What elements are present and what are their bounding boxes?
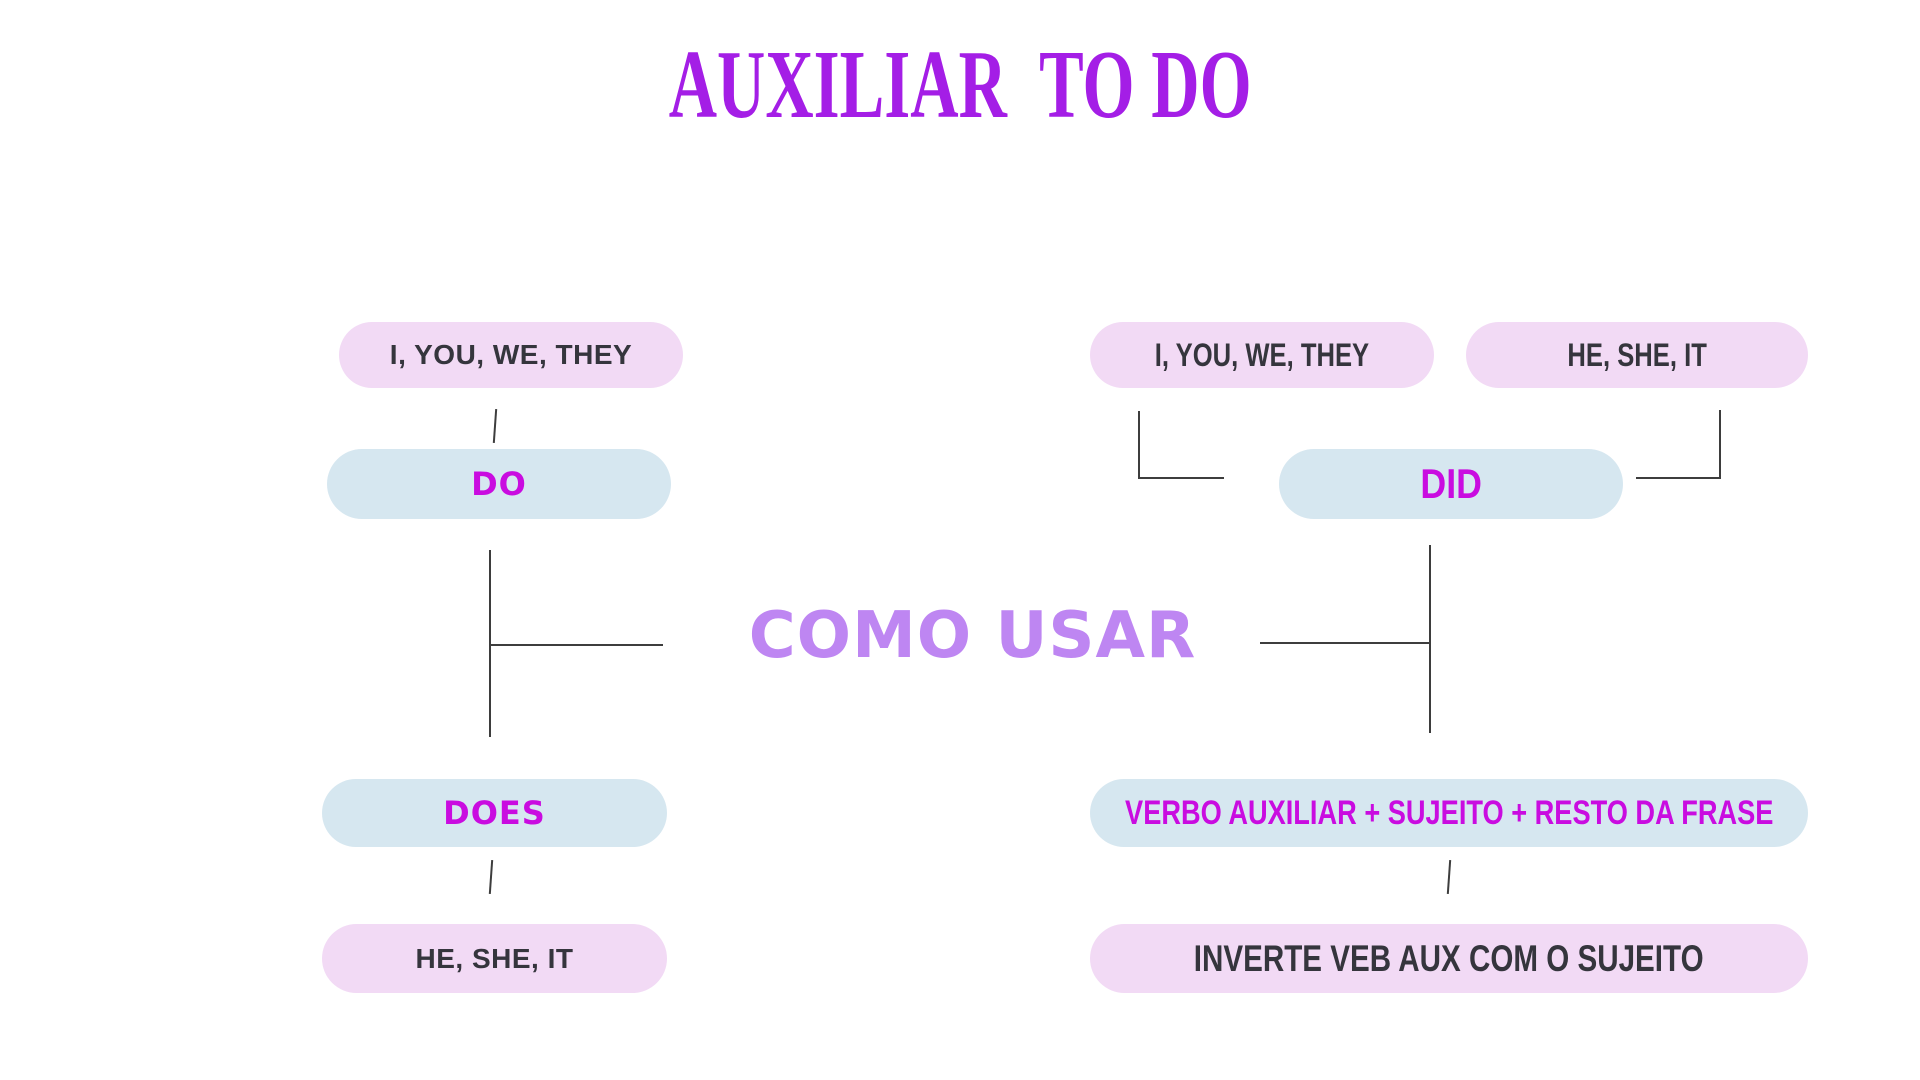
pill-does: DOES (322, 779, 667, 847)
page-title: AUXILIAR TO DO (668, 31, 1252, 139)
center-label-wrap: COMO USAR (680, 596, 1265, 676)
inversion-rule-label: INVERTE VEB AUX COM O SUJEITO (1194, 937, 1704, 979)
connector-plural-past-vertical (1138, 411, 1140, 479)
pill-subject-third-past: HE, SHE, IT (1466, 322, 1808, 388)
structure-rule-label: VERBO AUXILIAR + SUJEITO + RESTO DA FRAS… (1124, 793, 1774, 832)
connector-right-vertical (1429, 545, 1431, 733)
subject-third-past-label: HE, SHE, IT (1567, 336, 1707, 373)
subject-third-person-present-label: HE, SHE, IT (415, 942, 574, 974)
pill-did: DID (1279, 449, 1623, 519)
pill-structure-rule: VERBO AUXILIAR + SUJEITO + RESTO DA FRAS… (1090, 779, 1808, 847)
connector-left-vertical (489, 550, 491, 737)
connector-subject-to-do (492, 408, 498, 444)
connector-does-to-subject (488, 859, 494, 895)
center-label: COMO USAR (748, 599, 1197, 673)
pill-inversion-rule: INVERTE VEB AUX COM O SUJEITO (1090, 924, 1808, 993)
does-label: DOES (443, 794, 546, 832)
pill-subject-plural-past: I, YOU, WE, THEY (1090, 322, 1434, 388)
page-title-wrap: AUXILIAR TO DO (0, 28, 1920, 143)
connector-right-horizontal (1260, 642, 1431, 644)
connector-left-horizontal (489, 644, 663, 646)
pill-do: DO (327, 449, 671, 519)
subject-plural-present-label: I, YOU, WE, THEY (389, 339, 633, 370)
pill-subject-third-person-present: HE, SHE, IT (322, 924, 667, 993)
subject-plural-past-label: I, YOU, WE, THEY (1154, 336, 1370, 373)
pill-subject-plural-present: I, YOU, WE, THEY (339, 322, 683, 388)
connector-third-past-horizontal (1636, 477, 1721, 479)
do-label: DO (471, 465, 527, 503)
connector-structure-to-inversion (1446, 859, 1452, 895)
did-label: DID (1420, 460, 1482, 507)
connector-third-past-vertical (1719, 410, 1721, 479)
connector-plural-past-horizontal (1138, 477, 1224, 479)
